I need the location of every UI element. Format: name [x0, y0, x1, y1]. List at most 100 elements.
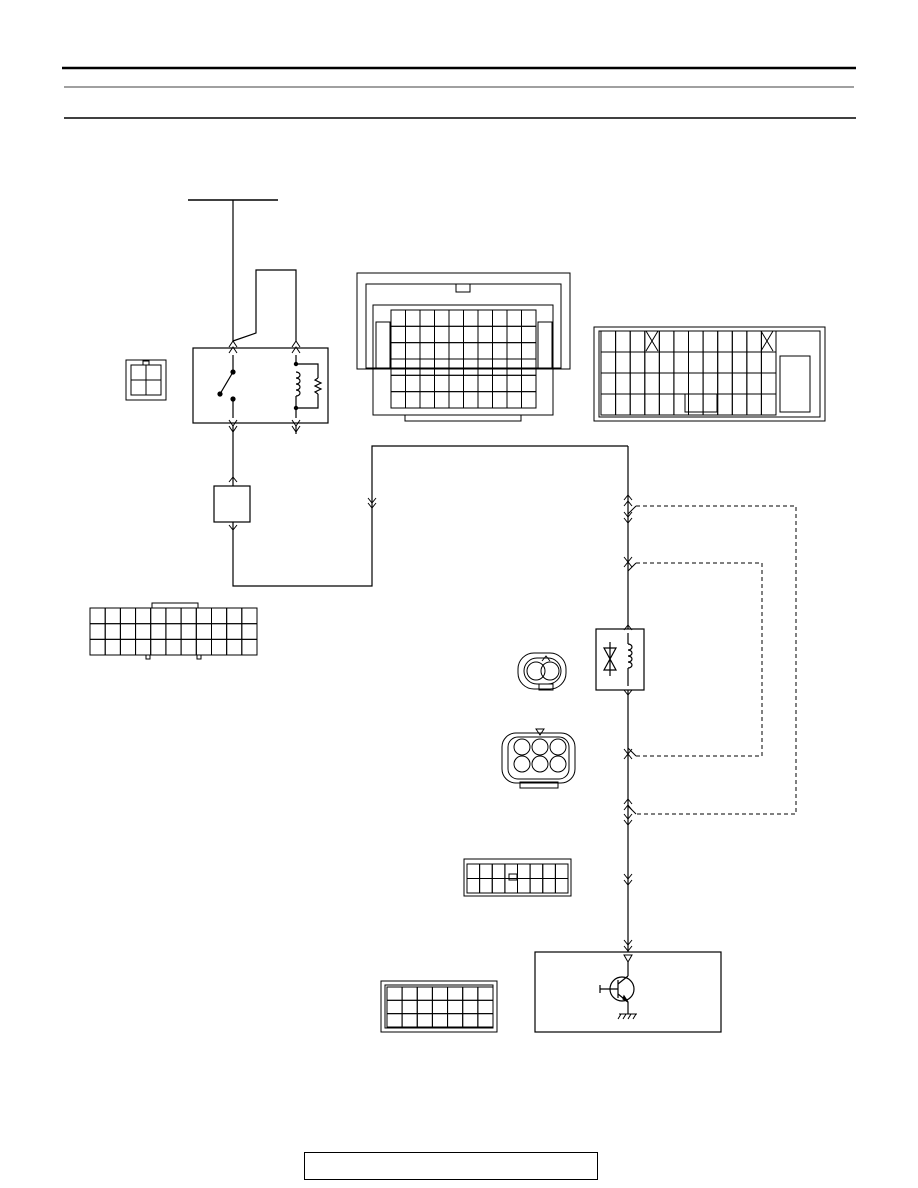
connector-pin — [104, 623, 121, 640]
connector-ecu-right — [593, 326, 826, 422]
connector-24pin-left — [89, 602, 258, 660]
connector-pin — [746, 351, 762, 374]
connector-pin — [615, 372, 631, 395]
connector-pin — [506, 391, 522, 409]
connector-pin — [629, 330, 646, 353]
connector-pin — [180, 623, 197, 640]
connector-pin — [629, 372, 646, 395]
connector-pin — [600, 372, 617, 395]
connector-pin — [447, 986, 464, 1001]
connector-pin — [521, 342, 537, 360]
connector-pin — [658, 393, 675, 416]
connector-pin — [431, 1013, 448, 1028]
connector-pin — [688, 372, 704, 395]
connector-pin — [673, 372, 690, 395]
connector-pin — [434, 374, 450, 393]
connector-pin — [554, 878, 569, 894]
connector-pin — [746, 330, 762, 353]
connector-pin — [165, 623, 182, 640]
connector-pin — [434, 325, 450, 344]
connector-pin — [211, 623, 228, 640]
shield-wires — [636, 505, 797, 815]
connector-pin — [644, 393, 660, 416]
connector-large-harness — [356, 272, 571, 422]
connector-pin — [600, 393, 617, 416]
connector-pin — [401, 986, 418, 1001]
connector-pin — [477, 1013, 494, 1028]
connector-pin — [477, 999, 494, 1015]
connector-pin — [702, 330, 719, 353]
connector-pin — [119, 638, 137, 656]
connector-pin — [119, 623, 137, 640]
connector-pin — [434, 309, 450, 327]
connector-pin — [211, 607, 228, 625]
connector-pin — [89, 607, 106, 625]
connector-pin — [673, 351, 690, 374]
connector-pin — [615, 330, 631, 353]
connector-pin — [447, 1013, 464, 1028]
connector-pin — [688, 351, 704, 374]
connector-pin — [746, 372, 762, 395]
connector-pin — [434, 391, 450, 409]
connector-pin — [135, 607, 152, 625]
connector-pin — [760, 372, 777, 395]
connector-pin — [492, 374, 508, 393]
connector-pin — [401, 1013, 418, 1028]
connector-pin — [448, 342, 464, 360]
connector-pin — [615, 351, 631, 374]
connector-marks — [228, 340, 633, 952]
connector-pin — [386, 1013, 403, 1028]
connector-pin — [405, 342, 421, 360]
connector-pin — [506, 309, 522, 327]
connector-pin — [731, 393, 748, 416]
connector-pin — [506, 358, 522, 376]
connector-pin — [462, 999, 479, 1015]
connector-pin — [405, 391, 421, 409]
connector-pin — [477, 342, 493, 360]
connector-pin — [477, 391, 493, 409]
connector-pin — [135, 638, 152, 656]
connector-pin — [521, 325, 537, 344]
connector-pin — [165, 638, 182, 656]
connector-pin — [448, 374, 464, 393]
connector-pin — [644, 351, 660, 374]
connector-pin — [195, 638, 213, 656]
connector-pin — [180, 638, 197, 656]
connector-pin — [517, 878, 531, 894]
connector-pin — [542, 878, 556, 894]
connector-pin — [477, 986, 494, 1001]
connector-pin — [226, 638, 243, 656]
connector-pin — [463, 358, 479, 376]
connector-pin — [492, 325, 508, 344]
connector-pin — [673, 330, 690, 353]
wires — [232, 200, 629, 952]
connector-pin — [386, 986, 403, 1001]
connector-pin — [104, 607, 121, 625]
connector-pin — [419, 325, 435, 344]
connector-pin — [717, 393, 733, 416]
connector-pin — [405, 309, 421, 327]
connector-pin — [390, 342, 406, 360]
connector-pin — [405, 325, 421, 344]
connector-pin — [390, 374, 406, 393]
connector-pin — [477, 309, 493, 327]
connector-pin — [434, 342, 450, 360]
connector-pin — [477, 325, 493, 344]
connector-pin — [211, 638, 228, 656]
connector-pin — [463, 309, 479, 327]
connector-pin — [615, 393, 631, 416]
connector-pin — [760, 330, 777, 353]
connector-pin — [517, 863, 531, 879]
connector-pin — [760, 351, 777, 374]
connector-pin — [492, 358, 508, 376]
connector-pin — [504, 863, 518, 879]
connector-pin — [180, 607, 197, 625]
fuse-box-icon — [213, 485, 251, 523]
connector-pin — [434, 358, 450, 376]
connector-pin — [447, 999, 464, 1015]
connector-pin — [89, 638, 106, 656]
connector-pin — [658, 372, 675, 395]
switch-and-coil-icon — [217, 355, 323, 418]
connector-pin — [492, 309, 508, 327]
connector-pin — [717, 330, 733, 353]
